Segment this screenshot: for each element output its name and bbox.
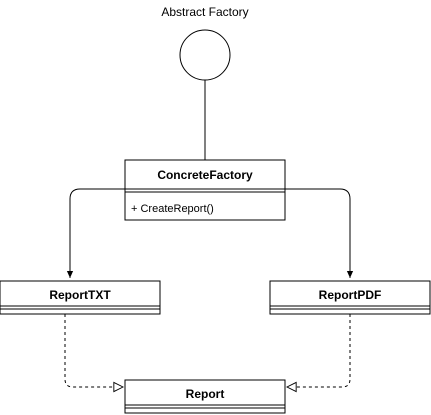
concrete-factory-class[interactable]: ConcreteFactory + CreateReport() bbox=[124, 159, 286, 221]
report-name: Report bbox=[186, 387, 225, 401]
realization-pdf-to-report bbox=[287, 314, 351, 387]
report-pdf-class[interactable]: ReportPDF bbox=[269, 280, 431, 315]
concrete-factory-name: ConcreteFactory bbox=[157, 168, 253, 182]
report-pdf-name: ReportPDF bbox=[319, 288, 382, 302]
interface-label: Abstract Factory bbox=[161, 5, 248, 19]
interface-circle[interactable] bbox=[179, 29, 231, 81]
report-txt-class[interactable]: ReportTXT bbox=[0, 280, 161, 315]
report-txt-name: ReportTXT bbox=[49, 288, 111, 302]
arrow-to-report-pdf bbox=[285, 188, 354, 278]
report-class[interactable]: Report bbox=[124, 379, 286, 414]
realization-txt-to-report bbox=[64, 314, 123, 387]
concrete-factory-method: + CreateReport() bbox=[131, 203, 214, 215]
arrow-to-report-txt bbox=[66, 188, 125, 278]
